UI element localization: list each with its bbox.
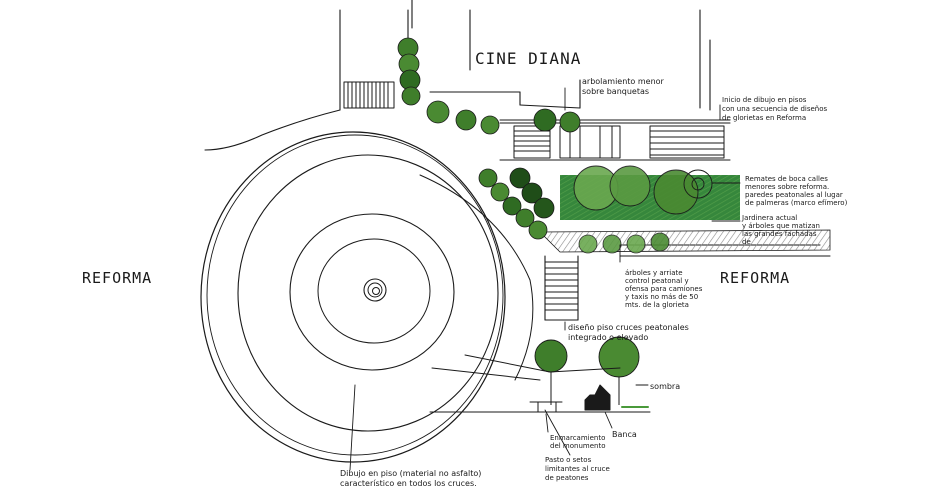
annotation-enmarcamiento: Enmarcamiento del monumento <box>550 434 605 450</box>
svg-text:del monumento: del monumento <box>550 442 605 450</box>
svg-text:de palmeras (marco efímero): de palmeras (marco efímero) <box>745 199 848 207</box>
annotation-remates: Remates de boca calles menores sobre ref… <box>745 175 848 207</box>
svg-text:de: de <box>742 238 751 246</box>
svg-text:Remates de boca calles: Remates de boca calles <box>745 175 828 183</box>
svg-text:diseño piso cruces peatonales: diseño piso cruces peatonales <box>568 323 689 332</box>
annotation-sombra: sombra <box>650 382 680 391</box>
svg-text:Enmarcamiento: Enmarcamiento <box>550 434 605 442</box>
svg-text:de peatones: de peatones <box>545 474 589 482</box>
svg-text:y taxis no más de 50: y taxis no más de 50 <box>625 293 698 301</box>
svg-text:control peatonal y: control peatonal y <box>625 277 689 285</box>
svg-text:menores sobre reforma.: menores sobre reforma. <box>745 183 829 191</box>
svg-text:Pasto o setos: Pasto o setos <box>545 456 592 464</box>
annotation-arbolamiento: arbolamiento menor sobre banquetas <box>582 77 665 96</box>
svg-text:de glorietas en Reforma: de glorietas en Reforma <box>722 114 806 122</box>
fountain-center <box>363 278 387 302</box>
annotation-dibujo: Dibujo en piso (material no asfalto) car… <box>340 469 481 488</box>
reforma-left-label: REFORMA <box>82 269 152 287</box>
crosswalk-right <box>513 125 725 159</box>
roundabout <box>200 131 534 463</box>
cine-diana-label: CINE DIANA <box>475 49 581 68</box>
annotation-jardinera: Jardinera actual y árboles que matizan l… <box>741 214 820 246</box>
crosswalk-top <box>343 81 395 109</box>
svg-text:paredes peatonales al lugar: paredes peatonales al lugar <box>745 191 843 199</box>
reforma-right-label: REFORMA <box>720 269 790 287</box>
annotation-arboles: árboles y arriate control peatonal y ofe… <box>625 269 703 309</box>
svg-text:y árboles que matizan: y árboles que matizan <box>742 222 820 230</box>
svg-text:arbolamiento menor: arbolamiento menor <box>582 77 665 86</box>
svg-text:las grandes fachadas: las grandes fachadas <box>742 230 817 238</box>
svg-text:característico en todos los cr: característico en todos los cruces. <box>340 479 477 488</box>
svg-text:limitantes al cruce: limitantes al cruce <box>545 465 610 473</box>
annotation-diseno: diseño piso cruces peatonales integrado … <box>568 323 689 342</box>
svg-text:con una secuencia de diseños: con una secuencia de diseños <box>722 105 828 113</box>
annotation-pasto: Pasto o setos limitantes al cruce de pea… <box>545 456 610 482</box>
svg-text:mts. de la glorieta: mts. de la glorieta <box>625 301 689 309</box>
svg-text:sobre banquetas: sobre banquetas <box>582 87 649 96</box>
svg-text:ofensa para camiones: ofensa para camiones <box>625 285 703 293</box>
svg-text:Inicio de dibujo en pisos: Inicio de dibujo en pisos <box>722 96 807 104</box>
annotation-banca: Banca <box>612 430 637 439</box>
trees <box>397 37 713 405</box>
section-elevation <box>429 354 651 413</box>
svg-text:árboles y arriate: árboles y arriate <box>625 269 683 277</box>
svg-text:Dibujo en piso (material no as: Dibujo en piso (material no asfalto) <box>340 469 481 478</box>
svg-text:Jardinera actual: Jardinera actual <box>741 214 797 222</box>
annotation-inicio: Inicio de dibujo en pisos con una secuen… <box>722 96 828 122</box>
leader-lines <box>349 87 741 471</box>
crosswalk-lower <box>544 261 579 311</box>
svg-text:integrado o elevado: integrado o elevado <box>568 333 648 342</box>
